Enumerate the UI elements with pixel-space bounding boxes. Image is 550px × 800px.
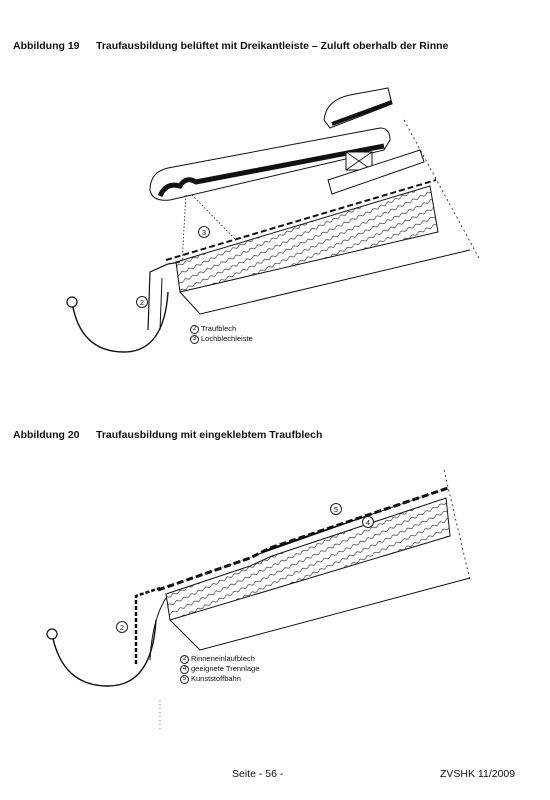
gutter [51, 619, 157, 687]
page-number: Seite - 56 - [232, 768, 284, 780]
insulation-layer [175, 185, 439, 293]
figure-19-title: Abbildung 19 Traufausbildung belüftet mit… [13, 40, 448, 52]
rafter [179, 249, 471, 315]
plastic-membrane [157, 486, 449, 592]
callout-20-2: 2 [116, 621, 128, 633]
callout-20-4: 4 [362, 516, 374, 528]
figure-20-caption: Traufausbildung mit eingeklebtem Traufbl… [96, 429, 323, 441]
eaves-roof-tile [149, 127, 391, 201]
figure-20-title: Abbildung 20 Traufausbildung mit eingekle… [13, 429, 322, 441]
document-reference: ZVSHK 11/2009 [440, 768, 516, 780]
eaves-flashing [147, 261, 181, 331]
figure-20-number: Abbildung 20 [13, 429, 80, 441]
inlet-flashing [134, 586, 161, 664]
figure-19-caption: Traufausbildung belüftet mit Dreikantlei… [96, 40, 449, 52]
callout-19-3: 3 [198, 226, 210, 238]
figure-19-number: Abbildung 19 [13, 40, 80, 52]
underlay-membrane [165, 179, 437, 261]
counter-batten [327, 149, 425, 195]
callout-19-2: 2 [136, 296, 148, 308]
figure-19-drawing [66, 87, 481, 353]
gutter [71, 291, 169, 353]
upper-roof-tile [323, 87, 393, 129]
insulation-layer [165, 497, 451, 621]
rafter [169, 577, 471, 651]
callout-20-5: 5 [330, 503, 342, 515]
